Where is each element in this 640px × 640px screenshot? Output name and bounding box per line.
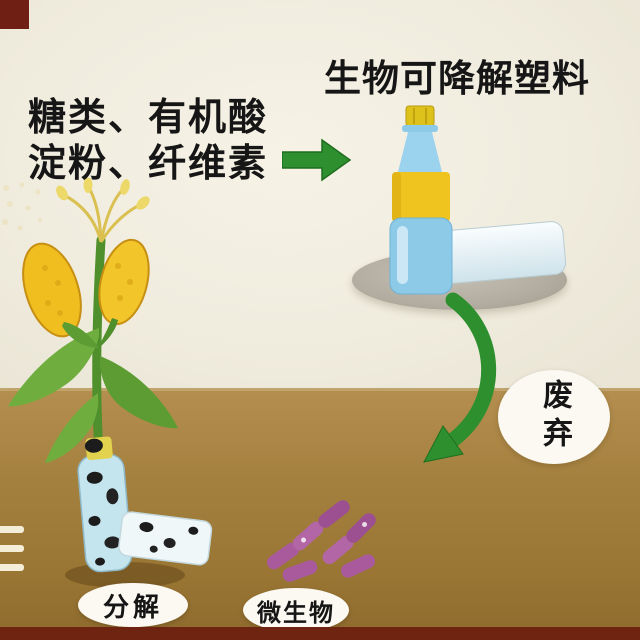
arrow-curved-down-icon (423, 292, 497, 463)
microbes-illustration (266, 500, 376, 582)
pollen-specks (2, 182, 42, 231)
microbes-label: 微生物 (257, 599, 335, 627)
decomposing-bottle (77, 436, 133, 573)
left-edge-lines (0, 526, 26, 578)
plastic-bottle-illustration (389, 105, 453, 295)
left-edge-line (0, 526, 24, 533)
bottle-label (392, 172, 450, 222)
bottom-bar (0, 627, 640, 640)
decomposing-foam (118, 511, 213, 566)
waste-label-bubble: 废弃 (498, 370, 610, 464)
decomposing-bottle-illustration (65, 436, 213, 588)
diagram-title: 生物可降解塑料 (324, 58, 590, 99)
bottle-neck (396, 132, 444, 180)
corn-plant-illustration (8, 178, 178, 463)
feedstock-line1: 糖类、有机酸 (28, 97, 269, 139)
decompose-label: 分解 (102, 591, 163, 622)
feedstock-line2: 淀粉、纤维素 (28, 142, 269, 185)
corn-cobs (22, 238, 150, 348)
corn-leaves (8, 328, 178, 463)
microbes-label-bubble: 微生物 (243, 588, 349, 632)
corner-decoration (0, 0, 29, 29)
left-edge-line (0, 564, 24, 571)
corn-tassel-tips (56, 178, 150, 210)
microbe-capsules (266, 500, 376, 582)
feedstock-text: 糖类、有机酸 淀粉、纤维素 (28, 96, 268, 187)
decompose-label-bubble: 分解 (78, 583, 188, 627)
bottle-collar (402, 125, 438, 132)
arrow-right-icon (282, 138, 352, 182)
corn-tassel (61, 185, 143, 243)
bottle-body (389, 217, 453, 295)
waste-label: 废弃 (538, 379, 571, 455)
left-edge-line (0, 545, 24, 552)
bottle-cap (405, 105, 435, 127)
background-sky (0, 0, 640, 392)
